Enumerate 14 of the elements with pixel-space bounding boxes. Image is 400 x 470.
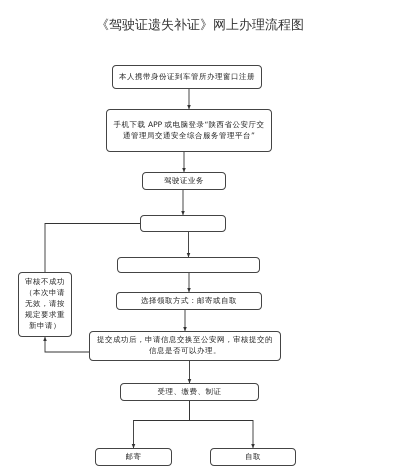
arrow: [187, 88, 191, 110]
diagram-title: 《驾驶证遗失补证》网上办理流程图: [95, 17, 305, 34]
connector-line: [44, 223, 140, 272]
arrow: [43, 336, 90, 352]
arrow: [186, 232, 190, 258]
process-box: [140, 215, 226, 232]
arrow: [188, 360, 192, 384]
arrow: [189, 400, 255, 448]
arrow: [181, 190, 185, 216]
process-box: [117, 257, 260, 273]
arrow: [182, 152, 186, 172]
arrow: [183, 310, 187, 332]
note-box: [18, 272, 72, 337]
arrow: [187, 272, 191, 292]
